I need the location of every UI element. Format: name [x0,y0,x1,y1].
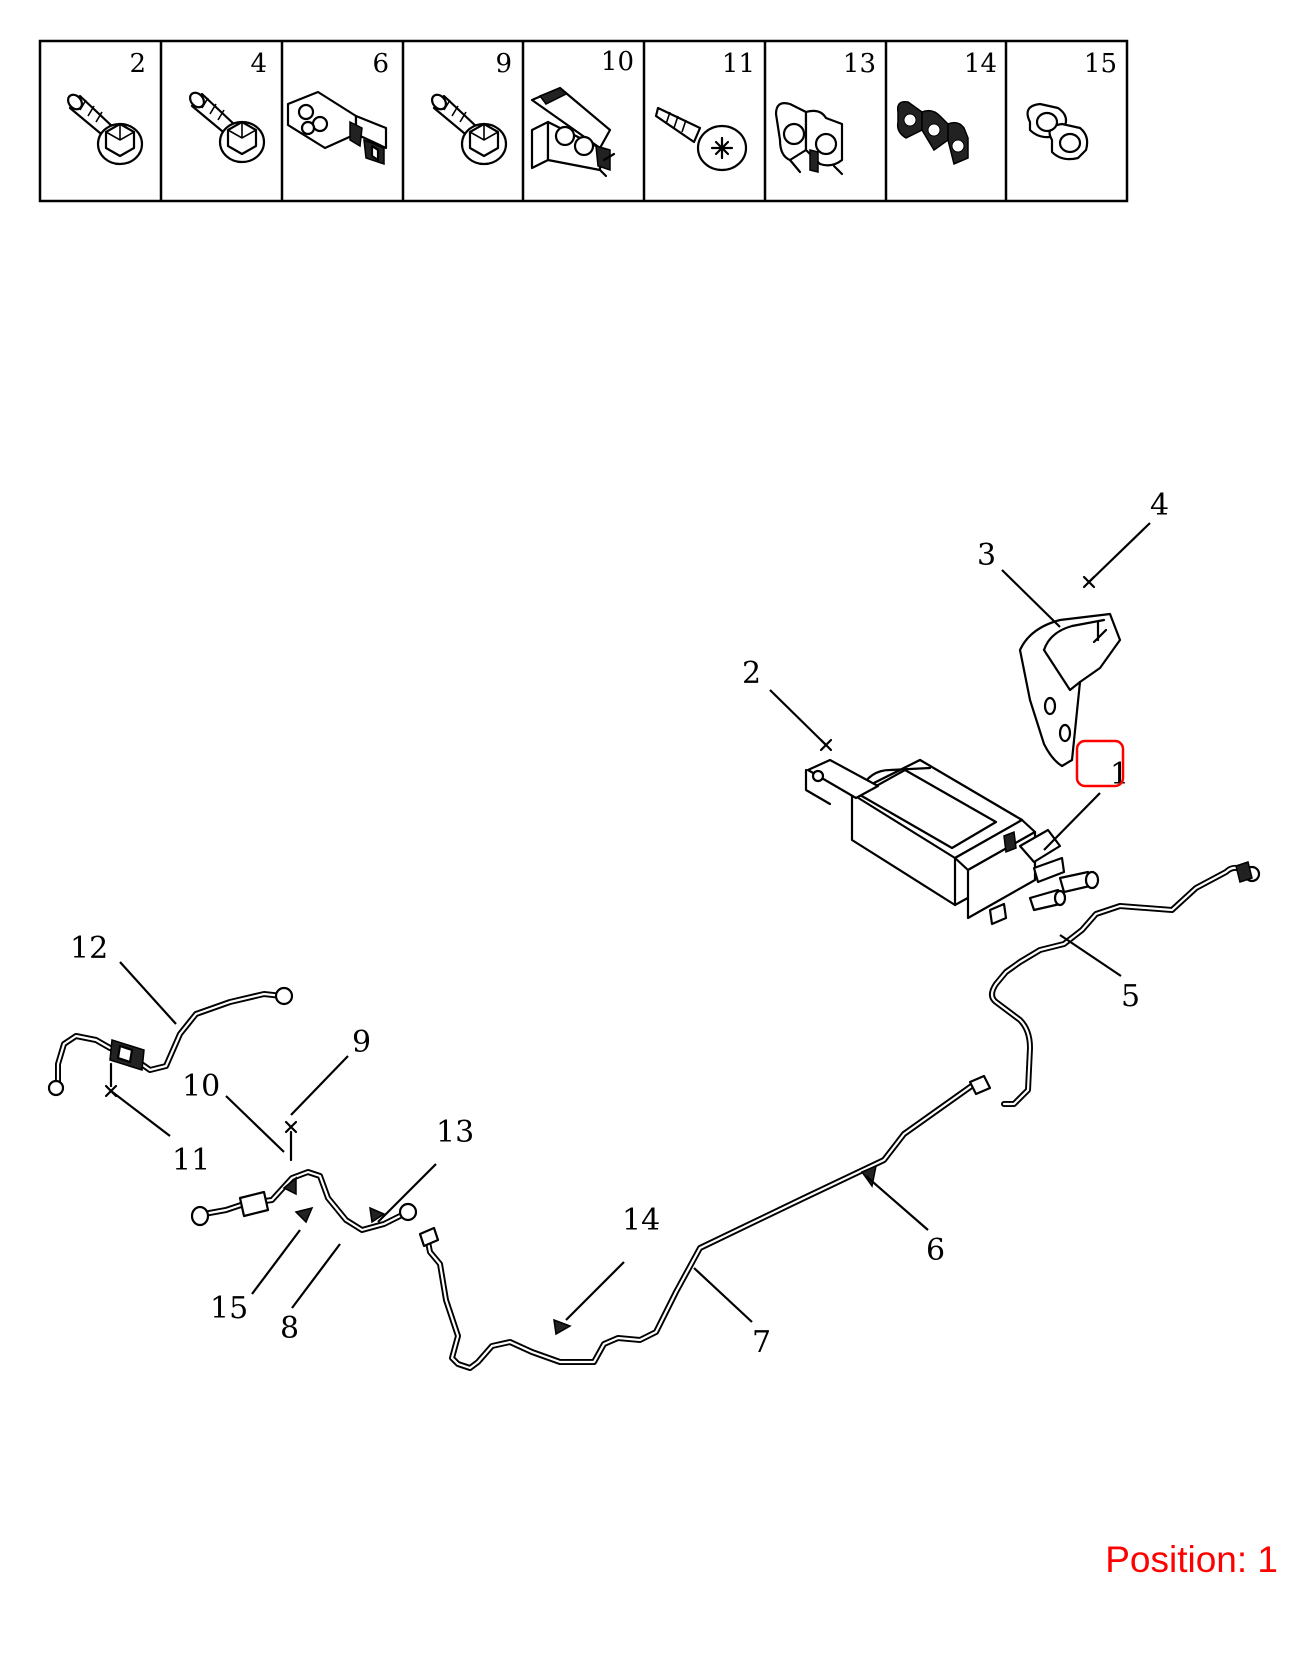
fuel-vapor-pipe-8 [190,1169,418,1233]
callout-label[interactable]: 10 [182,1069,220,1104]
callout-label[interactable]: 4 [1150,488,1169,523]
callout-label[interactable]: 11 [172,1143,210,1178]
fuel-vapor-pipe-5 [989,861,1261,1107]
pipe-clip-icon [530,86,616,178]
charcoal-canister [804,758,1100,926]
callout-label[interactable]: 14 [622,1203,660,1238]
callout-label[interactable]: 12 [70,931,108,966]
table-cell-number: 13 [843,49,876,79]
table-cell-number: 6 [372,49,389,79]
leader-lines [110,522,1151,1323]
canister-bracket [1018,612,1122,768]
callout-label[interactable]: 3 [977,538,996,573]
screw-icon [654,106,748,172]
table-cell-number: 11 [722,49,755,79]
callout-label[interactable]: 15 [210,1291,248,1326]
triple-clip-icon [896,100,969,166]
table-cell-number: 2 [129,49,146,79]
fuel-vapor-pipe-6-7 [418,1074,992,1371]
parts-table: 2 4 6 9 10 11 13 14 15 [38,39,1129,203]
callout-label[interactable]: 13 [436,1115,474,1150]
double-clip-icon [1026,102,1089,161]
callout-highlight [1075,739,1125,788]
position-label: Position: 1 [1105,1539,1278,1580]
callout-label[interactable]: 6 [926,1233,945,1268]
callout-labels: 1 2 3 4 5 6 7 8 9 10 11 12 13 14 15 [70,488,1169,1360]
table-cell-number: 10 [601,47,634,77]
fuel-vapor-pipe-12 [47,986,294,1097]
callout-label[interactable]: 1 [1110,757,1129,792]
table-cell-number: 15 [1084,49,1117,79]
callout-label[interactable]: 7 [752,1325,771,1360]
callout-label[interactable]: 2 [742,656,761,691]
table-cell-number: 9 [495,49,512,79]
double-clip-icon [774,102,844,176]
table-cell-number: 14 [964,49,997,79]
pipe-clip-icon [286,90,388,166]
callout-label[interactable]: 8 [280,1311,299,1346]
table-cell-number: 4 [250,49,267,79]
callout-label[interactable]: 5 [1121,979,1140,1014]
callout-label[interactable]: 9 [352,1025,371,1060]
